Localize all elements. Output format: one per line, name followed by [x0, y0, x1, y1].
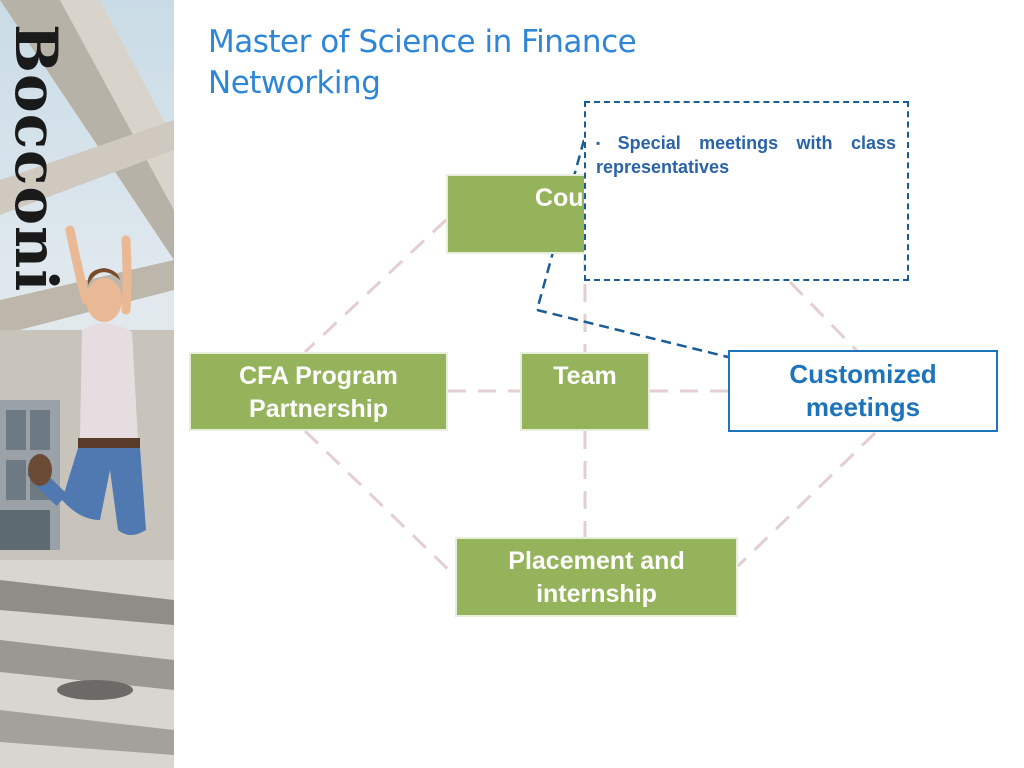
slide-title-line-2: Networking [208, 65, 381, 101]
campus-photo-illustration [0, 0, 174, 768]
callout-box: ▪Special meetings with class representat… [584, 101, 909, 281]
connector-cfa-placement [303, 429, 457, 578]
node-cfa-label: CFA Program Partnership [239, 362, 398, 423]
side-photo: Bocconi [0, 0, 174, 768]
callout-pointer-bottom [536, 308, 733, 360]
node-team: Team [520, 352, 650, 431]
node-placement-internship: Placement and internship [455, 537, 738, 617]
node-customized-label: Customized meetings [789, 359, 937, 422]
slide-title: Master of Science in Finance Networking [208, 22, 768, 104]
connector-customized-placement [736, 431, 877, 568]
slide-title-line-1: Master of Science in Finance [208, 24, 637, 60]
callout-text-content: Special meetings with class representati… [596, 133, 896, 177]
connector-courses-cfa [303, 218, 448, 354]
node-customized-meetings: Customized meetings [728, 350, 998, 432]
callout-text: ▪Special meetings with class representat… [596, 131, 896, 179]
node-team-label: Team [553, 362, 617, 390]
node-placement-label: Placement and internship [508, 547, 685, 608]
bullet-icon: ▪ [596, 136, 614, 150]
connector-courses-customized [788, 280, 860, 354]
node-cfa-program-partnership: CFA Program Partnership [189, 352, 448, 431]
